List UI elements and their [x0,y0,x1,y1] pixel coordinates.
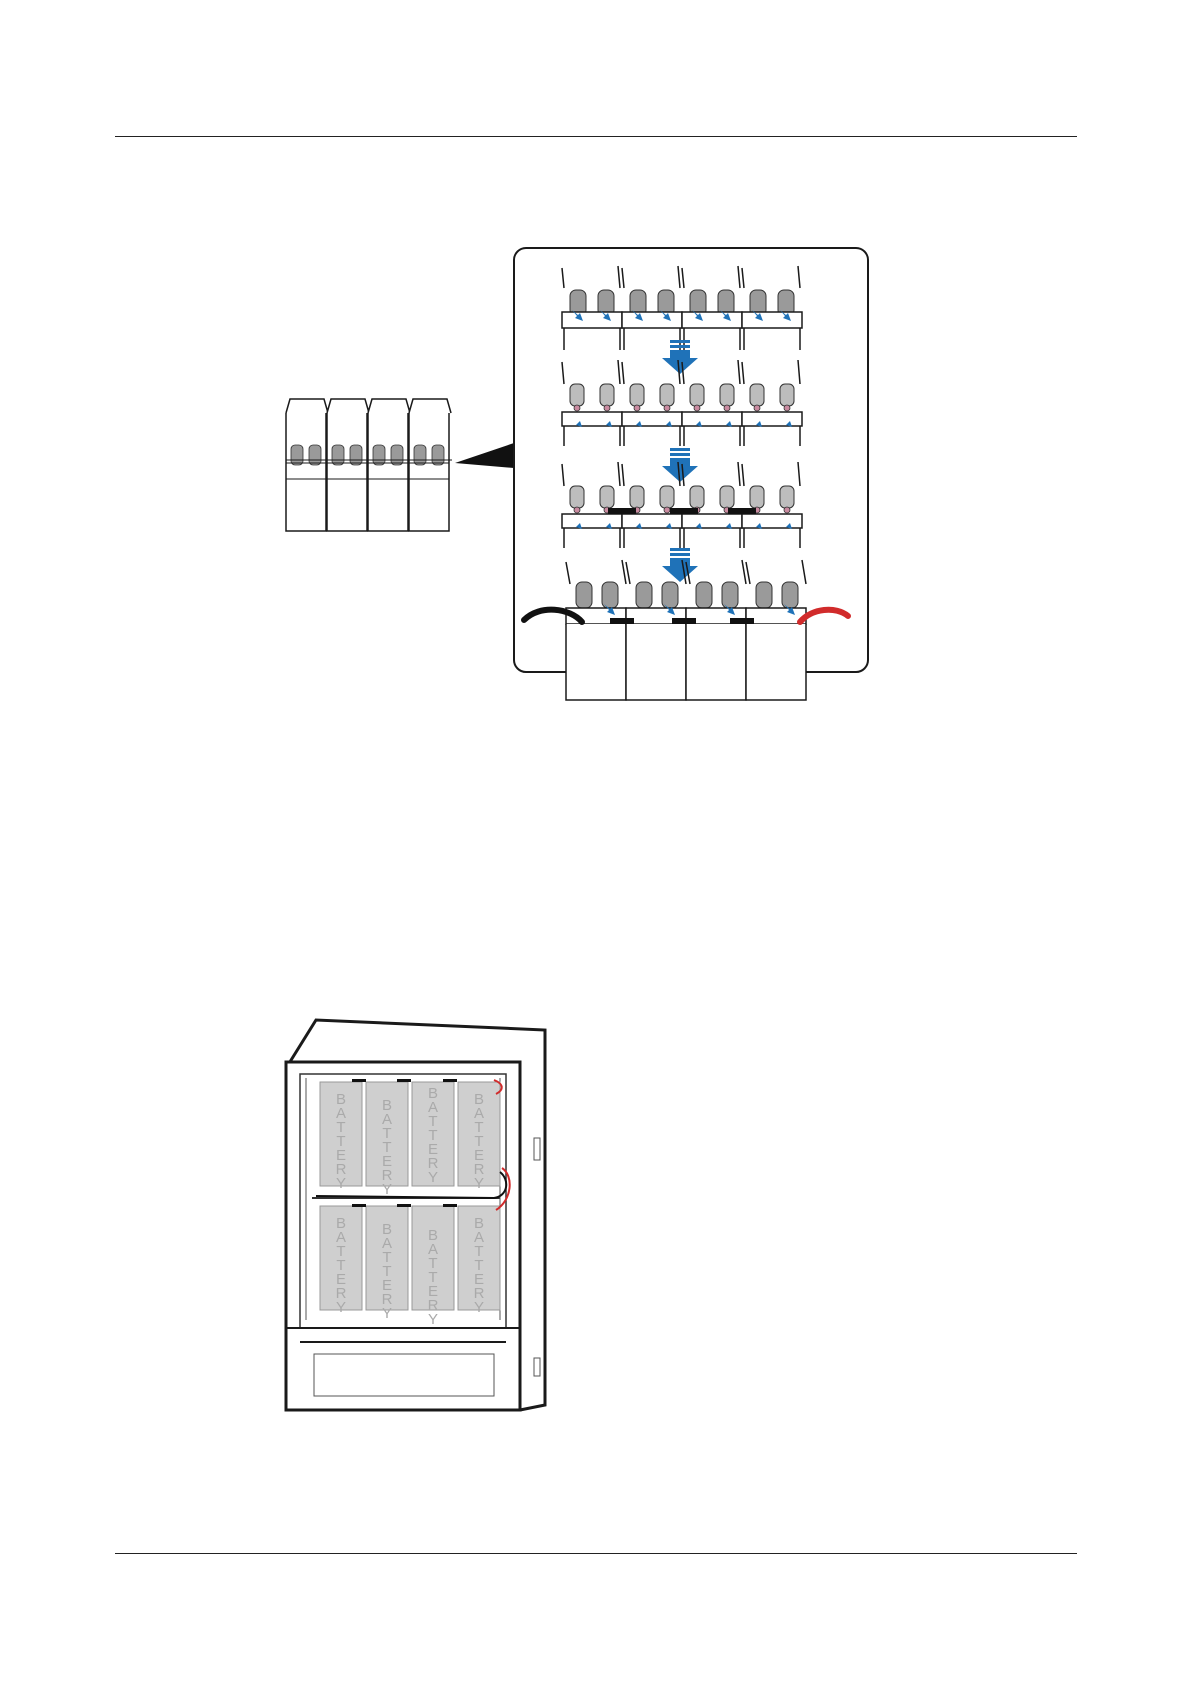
battery-label-letter: Y [474,1299,484,1316]
series-connector [672,618,696,624]
battery-label-letter: Y [428,1169,438,1186]
battery-label-letter: Y [336,1175,346,1192]
battery-overview [286,399,452,531]
battery-cabinet-figure: B A T T E R Y B A T T E R Y B A T T E R … [286,1020,545,1410]
callout-pointer [455,443,514,468]
battery-label-letter: Y [382,1305,392,1322]
battery-label-letter: Y [428,1311,438,1328]
battery-label-letter: Y [336,1299,346,1316]
series-connector [670,508,698,514]
battery-connection-figure [286,248,868,700]
battery-icon [409,399,451,531]
battery-label-letter: Y [382,1181,392,1198]
series-connector [730,618,754,624]
battery-label-letter: Y [474,1175,484,1192]
battery-icon [327,399,369,531]
series-connector [610,618,634,624]
battery-icon [368,399,410,531]
series-connector [608,508,636,514]
battery-icon [286,399,328,531]
series-connector [728,508,756,514]
